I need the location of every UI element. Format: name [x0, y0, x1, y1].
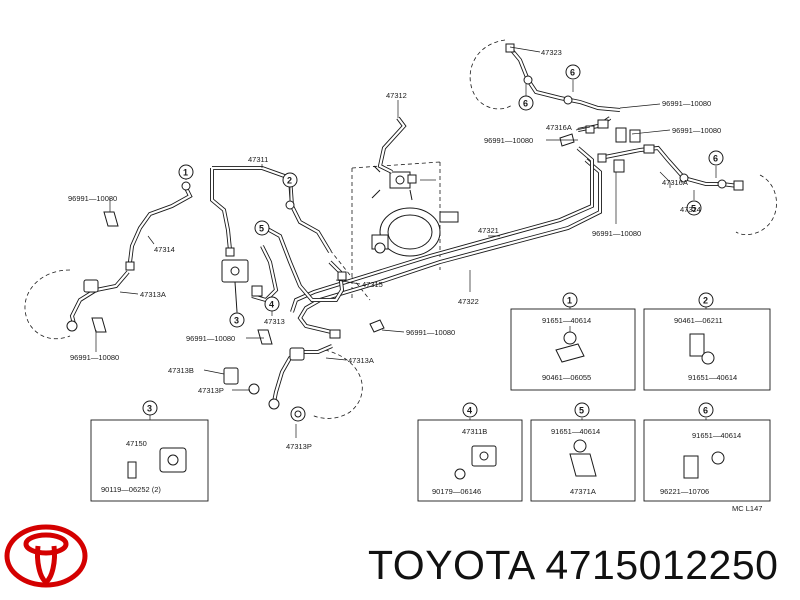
detail-inset-4: 4 47311B 90179—06146: [417, 402, 523, 502]
brake-booster: [329, 161, 459, 301]
label-96991-b: 96991—10080: [672, 126, 721, 135]
label-96991-a: 96991—10080: [662, 99, 711, 108]
callout-1: 1: [183, 168, 188, 178]
part-labels: 47323 96991—10080 96991—10080 47316A 969…: [68, 48, 721, 451]
rear-right-wheel-outline: [735, 174, 777, 236]
detail-inset-2: 2 90461—06211 91651—40614: [643, 292, 771, 391]
inset-4-bottom-part: 90179—06146: [432, 487, 481, 496]
label-47314: 47314: [154, 245, 175, 254]
label-47315: 47315: [362, 280, 383, 289]
label-96991-h: 96991—10080: [406, 328, 455, 337]
inset-6-bottom-part: 96221—10706: [660, 487, 709, 496]
label-47313P-b: 47313P: [286, 442, 312, 451]
callout-2: 2: [287, 176, 292, 186]
inset-4-top-part: 47311B: [462, 427, 487, 436]
inset-2-bottom-part: 91651—40614: [688, 373, 737, 382]
label-96991-f: 96991—10080: [70, 353, 119, 362]
inset-5-bottom-part: 47371A: [570, 487, 596, 496]
rear-left-wheel-outline: [469, 39, 513, 110]
label-47313: 47313: [264, 317, 285, 326]
inset-2-top-part: 90461—06211: [674, 316, 723, 325]
detail-inset-1: 1 91651—40614 90461—06055: [510, 292, 636, 391]
inset-5-callout: 5: [579, 406, 584, 416]
detail-inset-5: 5 91651—40614 47371A: [530, 402, 636, 502]
front-right-flex-hose: [223, 344, 333, 422]
diagram-code: MC L147: [732, 504, 762, 513]
rear-brake-lines: [505, 43, 744, 191]
inset-3-bottom-part: 90119—06252 (2): [101, 485, 161, 494]
callout-4: 4: [269, 300, 274, 310]
toyota-logo-icon: [4, 524, 88, 588]
callout-5: 5: [259, 224, 264, 234]
inset-1-bottom-part: 90461—06055: [542, 373, 591, 382]
detail-inset-3: 3 47150 90119—06252 (2): [90, 400, 209, 502]
callout-6-right: 6: [713, 154, 718, 164]
callout-6-mid: 6: [523, 99, 528, 109]
inset-1-callout: 1: [567, 296, 572, 306]
inset-3-top-part: 47150: [126, 439, 147, 448]
callout-5-right: 5: [691, 204, 696, 214]
callout-circles: 6 6 6 5 1 2 5 3 4: [178, 64, 724, 328]
callout-3: 3: [234, 316, 239, 326]
inset-5-top-part: 91651—40614: [551, 427, 600, 436]
inset-6-top-part: 91651—40614: [692, 431, 741, 440]
label-47324: 47324: [680, 205, 701, 214]
label-47313B: 47313B: [168, 366, 194, 375]
label-47321: 47321: [478, 226, 499, 235]
inset-3-callout: 3: [147, 404, 152, 414]
label-96991-c: 96991—10080: [484, 136, 533, 145]
inset-6-callout: 6: [703, 406, 708, 416]
label-96991-g: 96991—10080: [186, 334, 235, 343]
label-47313A-b: 47313A: [348, 356, 374, 365]
label-47312: 47312: [386, 91, 407, 100]
front-left-wheel-outline: [24, 269, 71, 340]
label-96991-d: 96991—10080: [592, 229, 641, 238]
label-47322: 47322: [458, 297, 479, 306]
label-96991-e: 96991—10080: [68, 194, 117, 203]
main-brake-lines: [103, 116, 602, 345]
front-left-flex-hose: [66, 270, 130, 333]
inset-2-callout: 2: [703, 296, 708, 306]
label-47316A-a: 47316A: [546, 123, 572, 132]
label-47313A-a: 47313A: [140, 290, 166, 299]
detail-inset-6: 6 91651—40614 96221—10706: [643, 402, 771, 502]
label-47313P-a: 47313P: [198, 386, 224, 395]
label-47311: 47311: [248, 155, 268, 164]
inset-4-callout: 4: [467, 406, 472, 416]
inset-1-top-part: 91651—40614: [542, 316, 591, 325]
callout-6-top: 6: [570, 68, 575, 78]
label-47323: 47323: [541, 48, 562, 57]
brand-part-number: TOYOTA 4715012250: [368, 542, 779, 588]
label-47316A-b: 47316A: [662, 178, 688, 187]
